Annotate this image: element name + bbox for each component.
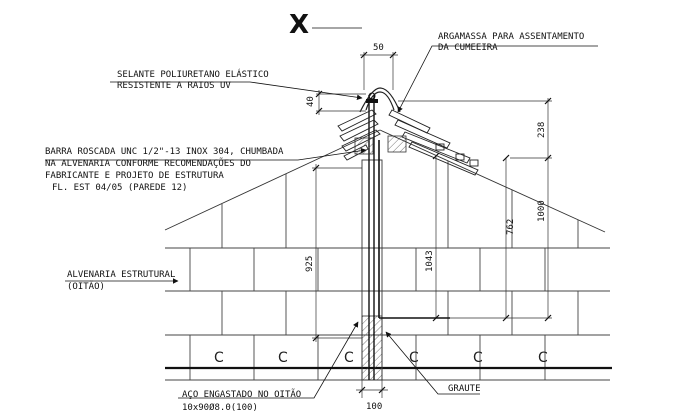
dim-total-height: 1000 bbox=[537, 200, 547, 222]
ridge-mortar-right bbox=[387, 135, 407, 153]
dimension-lines bbox=[312, 52, 552, 398]
steel-note-line1: AÇO ENGASTADO NO OITÃO bbox=[182, 389, 301, 400]
masonry-note-line2: (OITÃO) bbox=[67, 281, 105, 292]
block-mark-3: C bbox=[344, 350, 354, 366]
sealant-note-line1: SELANTE POLIURETANO ELÁSTICO bbox=[117, 68, 269, 80]
dim-base-width: 100 bbox=[366, 402, 382, 412]
rod-note-line2: NA ALVENARIA CONFORME RECOMENDAÇÕES DO bbox=[45, 157, 251, 169]
sealant-note-line2: RESISTENTE A RAIOS UV bbox=[117, 81, 231, 91]
rod-nut bbox=[366, 99, 378, 103]
leader-lines bbox=[45, 27, 598, 399]
grout-note: GRAUTE bbox=[448, 384, 481, 394]
dim-sealant-height: 40 bbox=[306, 96, 316, 107]
dim-top-width: 50 bbox=[373, 43, 384, 53]
mortar-note-line2: DA CUMEEIRA bbox=[438, 43, 498, 53]
dim-rod-span: 762 bbox=[506, 219, 516, 235]
rod-note-line4: FL. EST 04/05 (PAREDE 12) bbox=[52, 183, 187, 193]
block-mark-5: C bbox=[473, 350, 483, 366]
steel-note-line2: 10x90Ø8.0(100) bbox=[182, 402, 258, 413]
mortar-note-line1: ARGAMASSA PARA ASSENTAMENTO bbox=[438, 32, 584, 42]
rod-note-line3: FABRICANTE E PROJETO DE ESTRUTURA bbox=[45, 171, 224, 181]
block-mark-2: C bbox=[278, 350, 288, 366]
block-mark-6: C bbox=[538, 350, 548, 366]
section-marker: X bbox=[289, 10, 309, 40]
masonry-note-line1: ALVENARIA ESTRUTURAL bbox=[67, 270, 175, 280]
block-mark-1: C bbox=[214, 350, 224, 366]
grout-fill bbox=[361, 315, 383, 381]
rod-note-line1: BARRA ROSCADA UNC 1/2"-13 INOX 304, CHUM… bbox=[45, 147, 284, 157]
block-mark-4: C bbox=[409, 350, 419, 366]
dim-rod-length: 1043 bbox=[425, 250, 435, 272]
dim-ridge-height: 238 bbox=[537, 122, 547, 138]
dim-steel-length: 925 bbox=[305, 256, 315, 272]
ridge-mortar-left bbox=[354, 137, 374, 155]
grouted-cell bbox=[361, 159, 383, 381]
